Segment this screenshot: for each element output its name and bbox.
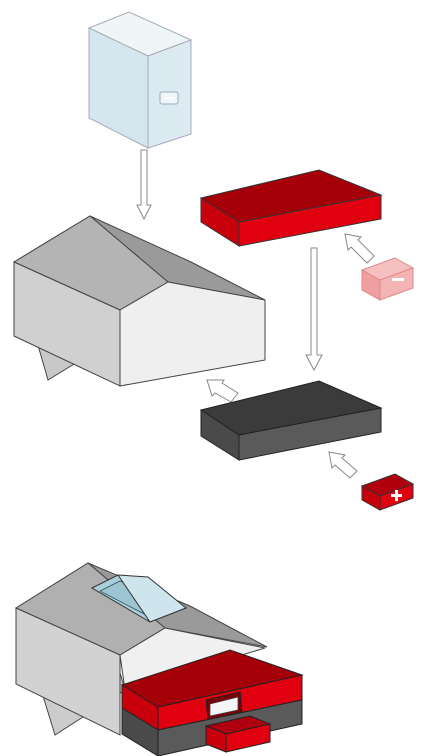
minus-icon [159,91,179,105]
arrow-dark-to-house [206,379,239,403]
dark-base-slab [199,380,383,461]
skylight [90,574,188,623]
red-add-block [360,473,415,511]
house-roof-volume [12,215,266,387]
arrow-down-to-house [136,149,152,221]
pink-subtract-block [360,257,415,301]
arrow-pink-to-red [344,233,375,264]
plus-icon [391,490,402,501]
minus-icon [392,278,404,281]
red-extension-slab [199,169,383,247]
arrow-red-to-dark [328,451,358,479]
subtracted-volume-box [87,11,193,149]
combined-result-model [14,562,304,756]
arrow-down-to-dark-slab [305,247,323,372]
